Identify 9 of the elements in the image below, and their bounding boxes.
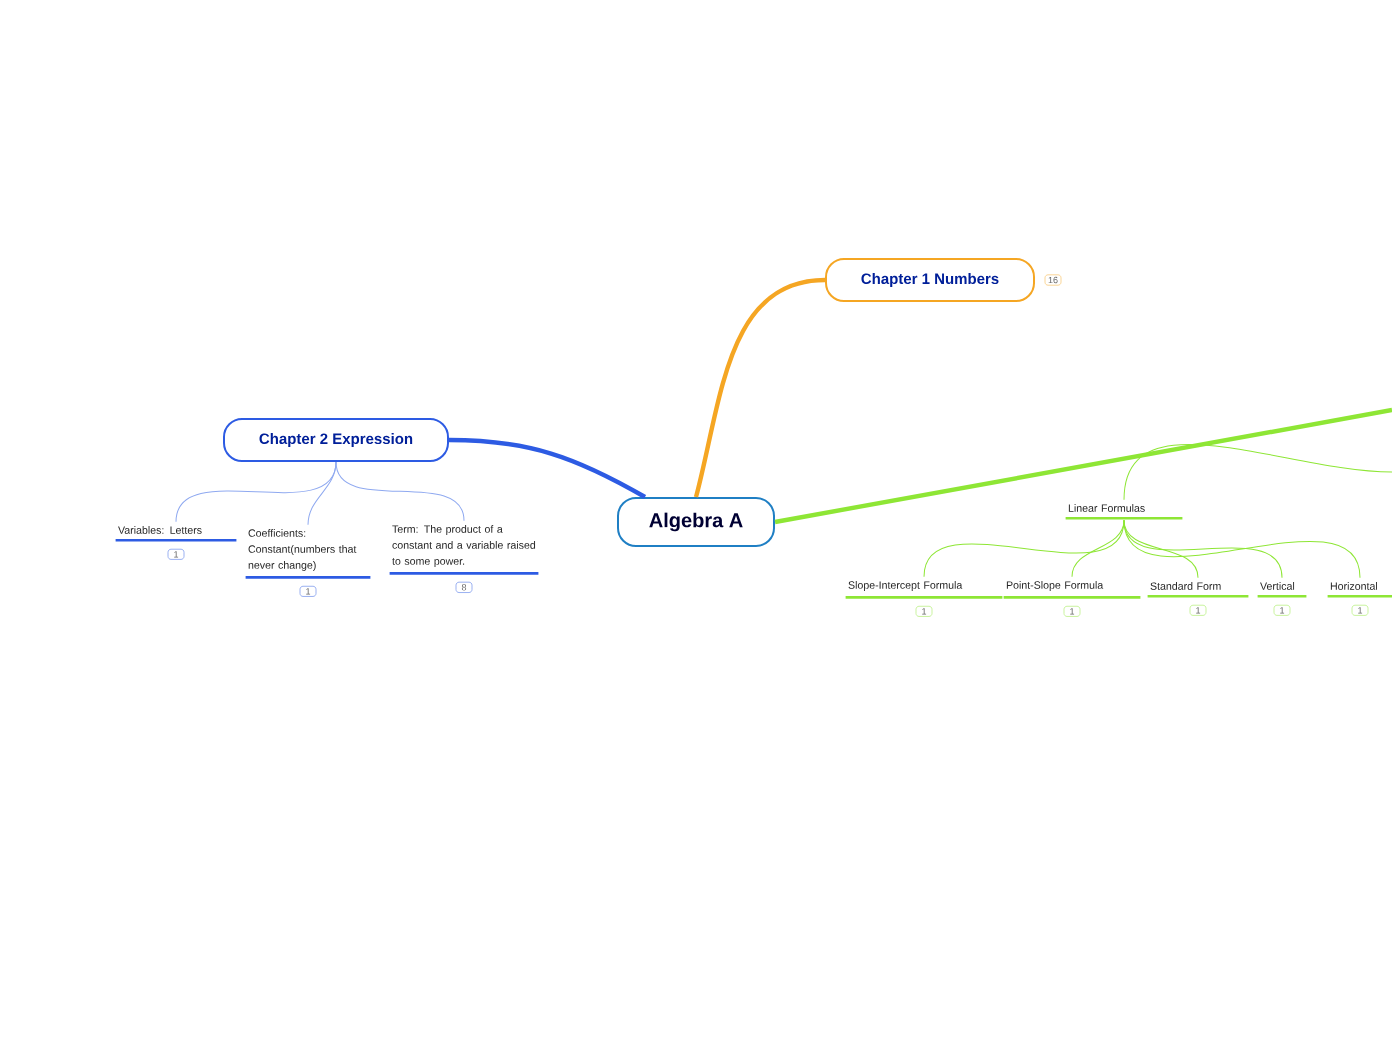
- connector: [1071, 519, 1125, 578]
- connector: [1123, 444, 1392, 501]
- connector: [307, 461, 337, 526]
- connector: [448, 437, 647, 499]
- connector: [1123, 519, 1361, 579]
- connector: [335, 461, 465, 522]
- topic-box: Algebra A: [617, 497, 775, 547]
- connector: [693, 277, 826, 498]
- connector: [774, 407, 1392, 525]
